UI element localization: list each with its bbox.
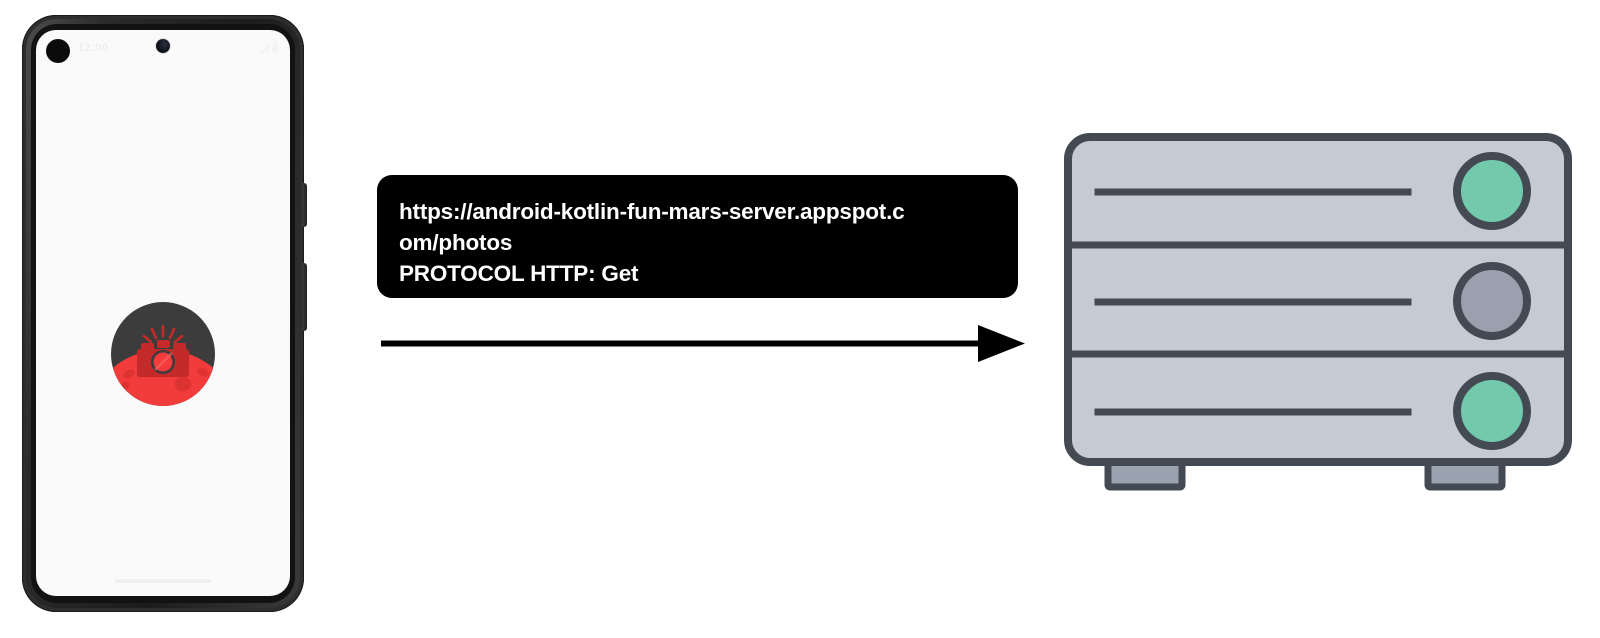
http-request-bubble: https://android-kotlin-fun-mars-server.a… — [377, 175, 1018, 298]
phone-power-button[interactable] — [302, 183, 307, 227]
android-phone-mockup: 12:00 — [22, 15, 307, 612]
request-protocol-line: PROTOCOL HTTP: Get — [399, 261, 639, 286]
status-bar-time: 12:00 — [78, 42, 109, 54]
home-indicator[interactable] — [115, 579, 211, 583]
server-illustration — [1060, 128, 1576, 500]
punch-hole-camera-icon — [156, 39, 170, 53]
request-url-line-1: https://android-kotlin-fun-mars-server.a… — [399, 199, 905, 224]
mars-photos-app-icon[interactable] — [111, 302, 215, 406]
status-bar-icons — [259, 40, 278, 53]
phone-status-bar: 12:00 — [36, 30, 290, 66]
notification-blob-icon — [46, 39, 70, 63]
battery-icon — [272, 40, 278, 53]
request-url-line-2: om/photos — [399, 230, 513, 255]
request-direction-arrow — [380, 318, 1025, 368]
phone-screen[interactable]: 12:00 — [36, 30, 290, 596]
signal-bars-icon — [259, 43, 269, 53]
phone-volume-button[interactable] — [302, 263, 307, 331]
